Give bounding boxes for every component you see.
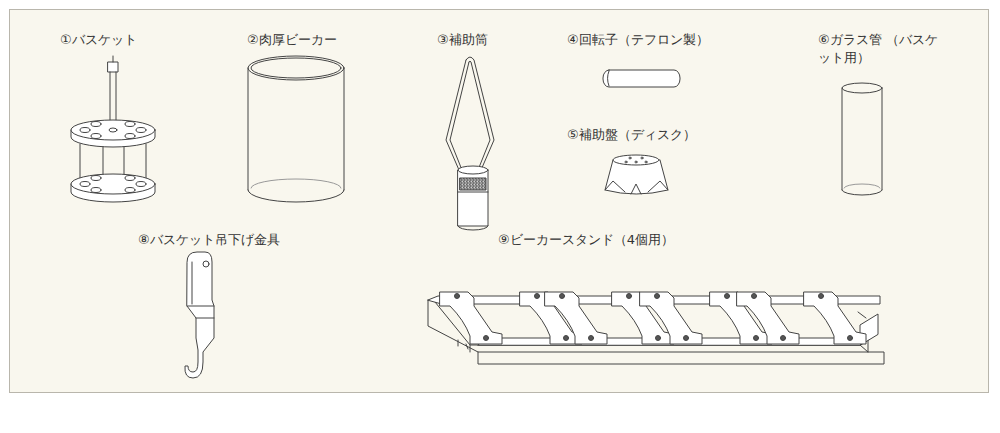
screw [627,294,632,299]
basket-hanger [185,252,214,378]
screw [819,294,824,299]
beaker-stand [428,292,884,364]
thick-beaker [248,56,344,202]
part-label: ①バスケット [60,31,137,49]
part-label: ⑤補助盤（ディスク） [567,126,696,144]
stand-saddle [640,292,702,344]
screw [656,336,661,341]
auxiliary-disk [605,155,668,194]
screw [754,336,759,341]
part-label: ⑧バスケット吊下げ金具 [138,231,280,249]
part-label: ⑥ガラス管 （バスケット用） [818,31,948,67]
part-label: ③補助筒 [437,31,488,49]
screw [455,294,460,299]
screw [752,294,757,299]
part-label: ⑨ビーカースタンド（4個用） [498,231,674,249]
basket [71,56,155,202]
stand-saddle [804,292,866,344]
part-label: ②肉厚ビーカー [247,31,337,49]
screw [781,336,786,341]
screw [655,294,660,299]
rotor [603,70,680,87]
stand-saddle [737,292,799,344]
screw [535,294,540,299]
stand-saddle [440,292,502,344]
screw [725,294,730,299]
screw [564,336,569,341]
screw [684,336,689,341]
screw [848,336,853,341]
auxiliary-tube [446,57,494,230]
part-label: ④回転子（テフロン製） [567,31,709,49]
screw [560,294,565,299]
screw [589,336,594,341]
screw [484,336,489,341]
glass-tube [842,83,882,195]
stand-saddle [545,292,607,344]
